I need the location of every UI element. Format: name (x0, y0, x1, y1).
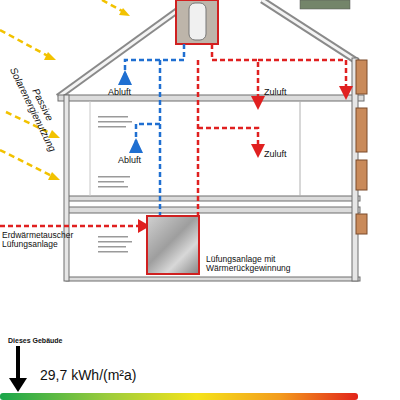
note-line (98, 121, 132, 123)
note-line (98, 241, 132, 243)
floor-slab (66, 277, 360, 281)
supply-arrow (251, 144, 265, 158)
note-line (98, 246, 126, 248)
text-label: 29,7 kWh/(m²a) (40, 368, 240, 383)
unit-label: Lüfungsanlage mit Wärmerückgewinnung (206, 255, 288, 274)
arrow-head (48, 172, 60, 180)
note-line (98, 116, 128, 118)
ventilation-unit: Lüfungsanlage mit Wärmerückgewinnung (146, 215, 200, 275)
roof-slab-core (262, 0, 358, 62)
window (356, 160, 367, 190)
duct-line (0, 225, 140, 228)
layer-notes (98, 116, 132, 253)
supply-duct (0, 44, 346, 226)
duct-line (258, 60, 346, 88)
duct-line (159, 60, 162, 216)
window (356, 108, 367, 152)
supply-arrow (339, 86, 353, 100)
text-label: Abluft (118, 156, 158, 166)
floor-slab (66, 207, 360, 213)
roof-slab (58, 0, 192, 97)
note-line (98, 126, 126, 128)
window (356, 60, 367, 94)
text-label: Abluft (108, 88, 148, 98)
solar-ray (0, 30, 48, 56)
exhaust-arrow (118, 70, 132, 85)
solar-ray (0, 150, 52, 176)
note-line (98, 186, 128, 188)
text-label: Zuluft (264, 150, 304, 160)
exhaust-arrow (129, 138, 143, 153)
outer-wall (64, 95, 69, 281)
exhaust-duct (125, 44, 184, 216)
solar-ray (102, 0, 124, 12)
text-label: Zuluft (264, 88, 304, 98)
floor-slab (66, 196, 360, 201)
tank-cylinder (189, 3, 206, 40)
arrow-head (44, 52, 56, 60)
inner-wall (300, 101, 301, 196)
note-line (98, 181, 124, 183)
tank-photo (176, 0, 218, 44)
roof-slab (262, 0, 358, 62)
note-line (98, 251, 128, 253)
inner-wall (90, 101, 91, 196)
solar-rays (0, 0, 124, 176)
text-label: Passive Solarenergienutzung (4, 52, 73, 162)
arrow-head (119, 8, 130, 16)
rating-arrow (16, 346, 20, 380)
duct-line (125, 44, 184, 84)
duct-line (198, 128, 258, 146)
duct-line (197, 60, 200, 216)
inset-photo (300, 0, 350, 9)
text-label: Erdwärmetauscher Lüfungsanlage (2, 231, 84, 250)
supply-arrow (251, 96, 265, 110)
note-line (98, 176, 130, 178)
floor-slab (58, 95, 364, 101)
energy-scale (0, 393, 358, 400)
roof-slab-core (58, 0, 192, 97)
duct-line (212, 44, 258, 98)
note-line (98, 236, 128, 238)
text-label: Dieses Gebäude (8, 337, 88, 345)
rating-arrow-head (9, 378, 27, 392)
window (356, 214, 367, 234)
